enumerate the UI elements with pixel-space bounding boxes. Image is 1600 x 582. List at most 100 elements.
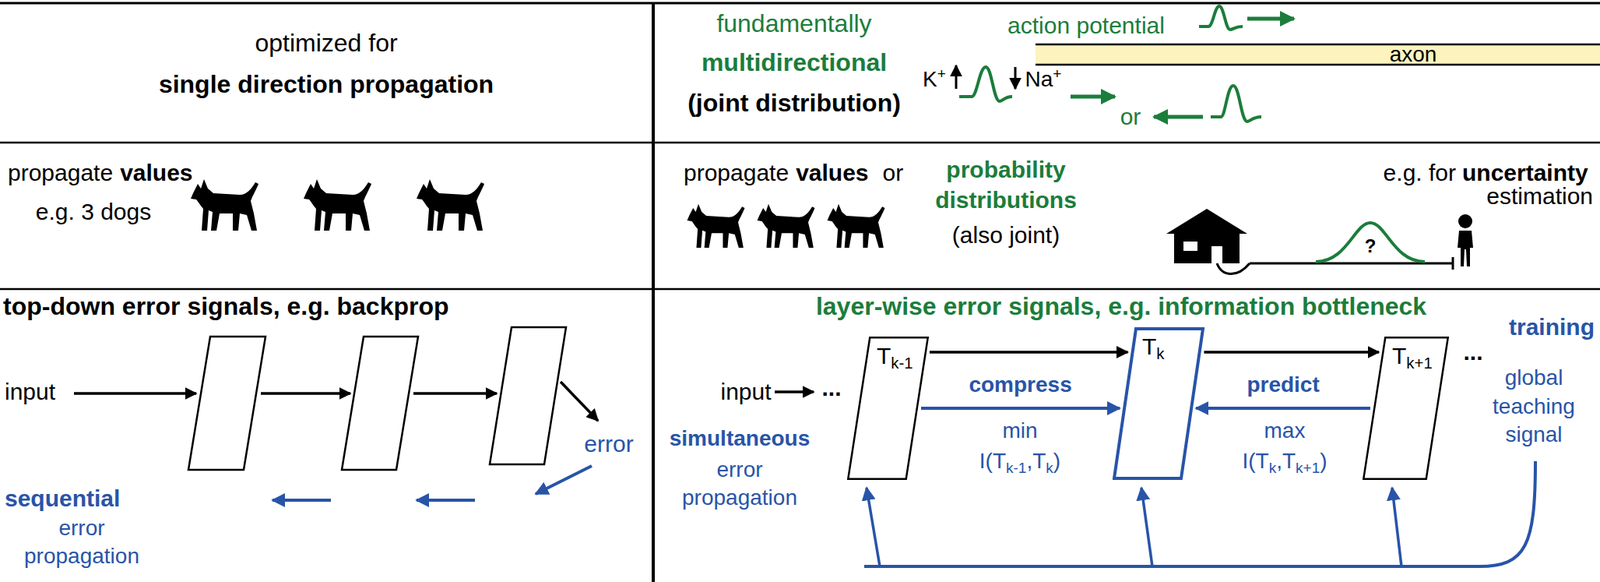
text-label: input <box>720 378 771 406</box>
dog-icon <box>827 203 886 248</box>
pane-shape <box>1363 337 1449 479</box>
forward-arrow <box>73 391 197 395</box>
superscript: + <box>1052 64 1062 81</box>
text-label: error propagation <box>11 513 152 571</box>
road-line <box>1216 263 1250 275</box>
text-label: (also joint) <box>952 221 1060 250</box>
text-label: top-down error signals, e.g. backprop <box>3 291 450 321</box>
text-label: axon <box>1389 42 1438 67</box>
text-label: ... <box>821 374 841 402</box>
layer-pane: Tk <box>1112 327 1205 480</box>
spike-symbol <box>1210 85 1262 122</box>
information-arrow <box>921 406 1120 410</box>
forward-arrow <box>1203 350 1379 354</box>
text-label: values <box>795 159 869 187</box>
pane-shape <box>1114 328 1203 479</box>
superscript: + <box>937 64 946 81</box>
house-roof <box>1166 208 1248 234</box>
information-arrow <box>1195 406 1371 410</box>
dog-icon <box>416 179 485 231</box>
forward-arrow <box>929 350 1128 354</box>
error-arrow <box>272 498 331 502</box>
text-label: probability distributions <box>924 154 1088 215</box>
text-label: multidirectional <box>701 48 887 78</box>
text-label: I(Tk,Tk+1) <box>1241 448 1327 474</box>
dog-icon <box>190 179 259 231</box>
ion-arrow <box>955 65 958 89</box>
text-label: input <box>4 378 56 406</box>
subscript: k <box>1045 459 1054 476</box>
error-arrow <box>416 498 475 502</box>
subscript: k <box>1269 459 1277 476</box>
bell-curve <box>1315 222 1425 262</box>
text-label: (joint distribution) <box>687 88 901 118</box>
input-arrow <box>774 390 814 394</box>
person-head <box>1458 214 1473 229</box>
text-label: uncertainty <box>1462 159 1589 187</box>
layer-pane <box>188 336 266 470</box>
layer-pane: Tk-1 <box>847 336 929 480</box>
subscript: k-1 <box>1005 459 1027 476</box>
text-label: propagate <box>683 159 789 187</box>
text-label: optimized for <box>254 28 398 58</box>
teaching-signal-line <box>864 460 1536 567</box>
edge-label: compress <box>968 372 1072 398</box>
error-arrow <box>535 465 592 494</box>
text-label: values <box>119 159 193 187</box>
layer-pane: Tk+1 <box>1362 336 1449 480</box>
teaching-arrow <box>866 487 880 567</box>
text-label: or <box>882 159 904 187</box>
pane-shape <box>847 337 929 479</box>
dog-icon <box>757 203 816 248</box>
subscript: k <box>1156 344 1164 363</box>
dog-icon <box>687 203 746 248</box>
axon-edge <box>1035 43 1600 46</box>
column-divider <box>651 3 655 582</box>
text-label: error propagation <box>661 455 818 513</box>
teaching-arrow <box>1392 487 1402 567</box>
text-label: I(Tk-1,Tk) <box>979 448 1061 474</box>
distance-tick <box>1452 256 1455 270</box>
text-label: Na+ <box>1025 66 1062 92</box>
axon-edge <box>1035 63 1600 67</box>
spike-symbol <box>1199 6 1243 30</box>
layer-label: Tk <box>1142 333 1165 361</box>
table-rule <box>0 288 1600 291</box>
house-window <box>1183 241 1198 251</box>
edge-label: predict <box>1246 372 1319 398</box>
layer-pane <box>489 327 567 465</box>
text-label: fundamentally <box>716 9 872 39</box>
axon-bar <box>1035 44 1600 65</box>
subscript: k-1 <box>890 354 913 372</box>
layer-label: Tk-1 <box>876 342 914 370</box>
text-label: simultaneous <box>669 425 810 451</box>
house-door <box>1211 246 1223 264</box>
text-label: action potential <box>1007 12 1165 40</box>
subscript: k+1 <box>1295 459 1320 476</box>
spike-symbol <box>959 66 1013 102</box>
table-rule <box>0 141 1600 145</box>
text-label: e.g. for <box>1383 159 1456 187</box>
table-rule <box>0 2 1600 5</box>
text-label: sequential <box>4 485 120 513</box>
ion-arrow <box>1014 66 1017 89</box>
text-label: layer-wise error signals, e.g. informati… <box>815 291 1427 321</box>
house-body <box>1174 233 1240 264</box>
direction-arrow <box>1070 94 1115 99</box>
subscript: k+1 <box>1406 354 1432 372</box>
direction-arrow <box>1153 115 1203 120</box>
forward-arrow <box>413 391 497 395</box>
text-label: error <box>583 430 633 458</box>
layer-label: Tk+1 <box>1392 342 1433 370</box>
text-label: estimation <box>1486 182 1593 211</box>
text-label: K+ <box>922 66 946 92</box>
dog-icon <box>303 179 372 231</box>
person-body <box>1457 230 1474 267</box>
text-label: propagate <box>7 159 113 187</box>
output-arrow <box>560 381 598 421</box>
text-label: ? <box>1364 235 1377 257</box>
text-label: single direction propagation <box>158 70 494 99</box>
layer-pane <box>341 336 419 470</box>
text-label: e.g. 3 dogs <box>35 198 152 226</box>
